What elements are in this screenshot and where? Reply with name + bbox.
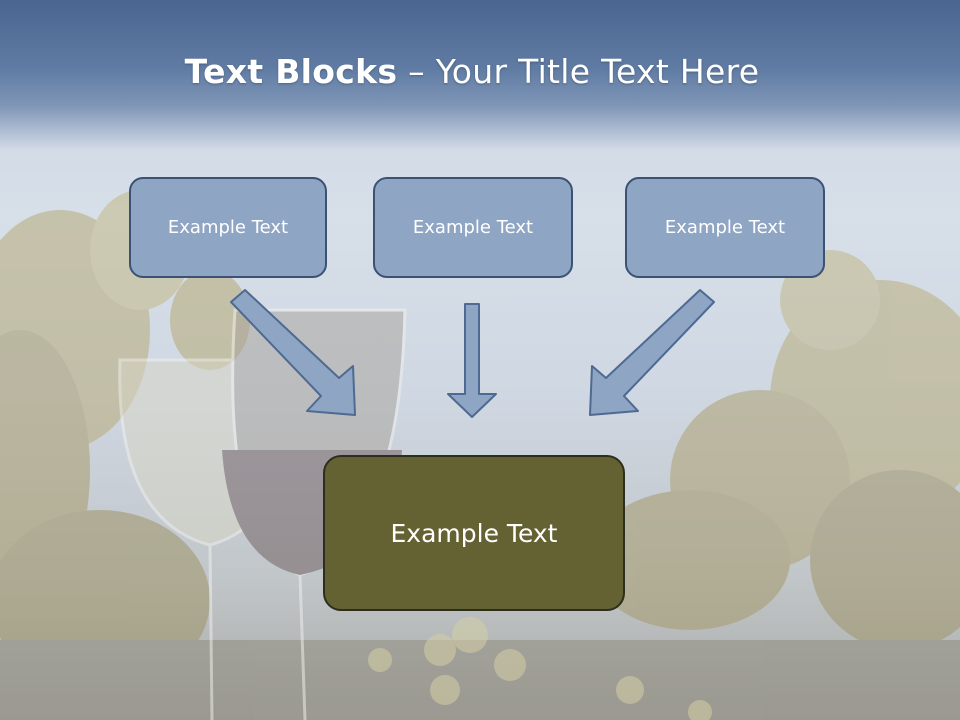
text-block-right[interactable]: Example Text bbox=[625, 177, 825, 278]
text-block-left[interactable]: Example Text bbox=[129, 177, 327, 278]
text-block-right-label: Example Text bbox=[664, 217, 786, 238]
text-block-center[interactable]: Example Text bbox=[373, 177, 573, 278]
text-block-center-label: Example Text bbox=[412, 217, 534, 238]
title-separator: – bbox=[397, 52, 436, 91]
title-text: Your Title Text Here bbox=[435, 52, 760, 91]
title-band bbox=[0, 0, 960, 150]
arrow-center bbox=[447, 303, 497, 418]
slide-title: Text Blocks – Your Title Text Here bbox=[0, 52, 944, 91]
arrow-right bbox=[589, 289, 715, 416]
title-bold-part: Text Blocks bbox=[184, 52, 398, 91]
main-text-block[interactable]: Example Text bbox=[323, 455, 625, 611]
main-text-block-label: Example Text bbox=[390, 518, 558, 548]
text-block-left-label: Example Text bbox=[167, 217, 289, 238]
arrow-left bbox=[230, 289, 356, 416]
